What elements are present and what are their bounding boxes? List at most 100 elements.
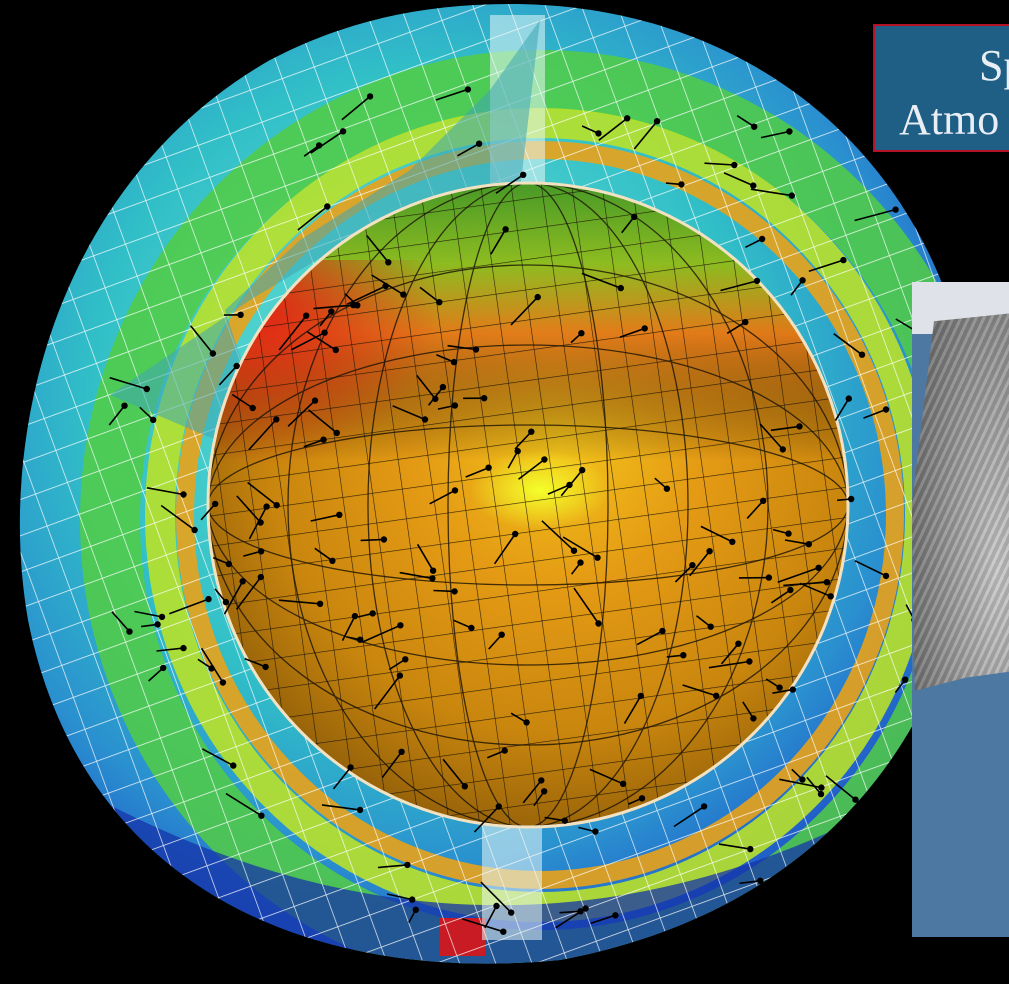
- wind-vector-head: [902, 676, 909, 683]
- wind-vector-head: [776, 684, 783, 691]
- wind-vector-head: [541, 788, 548, 795]
- wind-vector: [636, 630, 663, 646]
- wind-vector: [573, 587, 600, 624]
- wind-vector: [759, 423, 784, 450]
- wind-vector-head: [397, 622, 404, 629]
- wind-vector-head: [263, 503, 270, 510]
- wind-vector: [313, 304, 354, 310]
- wind-vector-head: [121, 402, 128, 409]
- wind-vector: [461, 918, 504, 933]
- wind-vector-head: [840, 256, 847, 264]
- wind-vector-head: [495, 803, 502, 810]
- wind-vector-head: [592, 828, 599, 835]
- wind-vector-head: [324, 203, 331, 210]
- wind-vector-head: [617, 284, 624, 292]
- wind-vector: [825, 775, 857, 801]
- wind-vector-head: [845, 395, 852, 402]
- wind-vector-head: [150, 416, 157, 424]
- wind-vector: [377, 864, 408, 869]
- wind-vector: [674, 564, 693, 583]
- wind-vector-head: [706, 548, 713, 555]
- wind-vector-head: [796, 423, 803, 430]
- wind-vector: [218, 365, 238, 386]
- wind-vector-head: [485, 464, 492, 471]
- wind-vector-head: [827, 593, 834, 600]
- inset-photo: [912, 308, 1009, 691]
- wind-vector-head: [191, 526, 198, 534]
- wind-vector-head: [594, 554, 601, 561]
- wind-vector: [111, 611, 131, 633]
- wind-vector-head: [595, 620, 602, 627]
- wind-vector-head: [230, 762, 237, 769]
- wind-vector-head: [351, 612, 359, 620]
- wind-vector-head: [713, 692, 720, 699]
- wind-vector-head: [339, 128, 347, 135]
- wind-vector: [109, 376, 148, 390]
- wind-vector: [559, 910, 581, 914]
- wind-vector-head: [262, 663, 269, 671]
- wind-vector-head: [577, 559, 584, 566]
- wind-vector-head: [404, 861, 411, 869]
- wind-vector: [457, 143, 480, 157]
- wind-vector: [287, 400, 316, 427]
- wind-vector: [718, 843, 751, 850]
- wind-vector: [700, 525, 733, 543]
- wind-vector-head: [357, 636, 364, 643]
- wind-vector: [834, 398, 850, 422]
- wind-vector-head: [779, 446, 786, 453]
- wind-vector-head: [805, 541, 812, 548]
- wind-vector-head: [578, 330, 585, 337]
- wind-vector: [381, 751, 403, 778]
- wind-vector-head: [799, 277, 806, 284]
- wind-vector-head: [257, 519, 264, 526]
- wind-vector: [488, 634, 503, 650]
- wind-vector: [746, 500, 764, 519]
- wind-vector-head: [380, 536, 388, 543]
- wind-vector: [156, 647, 184, 652]
- wind-vector: [310, 514, 340, 522]
- wind-vector: [770, 425, 800, 432]
- wind-vector: [392, 405, 426, 421]
- wind-vector-head: [700, 803, 708, 810]
- wind-vector-head: [320, 436, 327, 443]
- wind-vector-head: [493, 902, 500, 910]
- wind-vector-head: [432, 395, 439, 403]
- wind-vector-head: [475, 140, 483, 147]
- wind-vector-head: [729, 538, 736, 545]
- wind-vector: [303, 438, 324, 448]
- wind-vector: [589, 768, 624, 785]
- wind-vector: [581, 272, 622, 289]
- wind-vector-head: [154, 621, 161, 628]
- wind-vector-head: [249, 404, 256, 412]
- wind-vector-head: [450, 358, 458, 366]
- wind-vector-head: [208, 665, 215, 672]
- wind-vector-head: [653, 118, 661, 125]
- wind-vector-head: [258, 812, 265, 819]
- wind-vector-head: [561, 817, 568, 824]
- wind-vector-head: [412, 906, 419, 913]
- wind-vector-head: [429, 575, 436, 582]
- wind-vector: [225, 792, 262, 817]
- wind-vector-head: [354, 302, 361, 309]
- wind-vector-head: [746, 658, 753, 665]
- wind-vector-head: [753, 277, 761, 285]
- wind-vector-head: [659, 627, 666, 635]
- wind-vector-head: [347, 764, 354, 771]
- wind-vector-head: [892, 206, 899, 213]
- wind-vector-head: [398, 748, 405, 755]
- wind-vector: [278, 599, 321, 605]
- wind-vector-head: [789, 686, 796, 693]
- wind-vector-head: [785, 530, 792, 537]
- wind-vector-head: [273, 502, 280, 509]
- wind-vector: [808, 259, 844, 273]
- wind-vector: [708, 660, 750, 669]
- wind-vector: [833, 333, 863, 356]
- wind-vector: [169, 598, 209, 615]
- wind-vector: [854, 208, 896, 222]
- wind-vector-head: [429, 567, 437, 574]
- wind-vector: [562, 536, 598, 559]
- wind-vector-head: [663, 485, 671, 492]
- wind-vector: [633, 120, 658, 150]
- wind-vector: [720, 280, 758, 292]
- wind-vector: [480, 881, 512, 914]
